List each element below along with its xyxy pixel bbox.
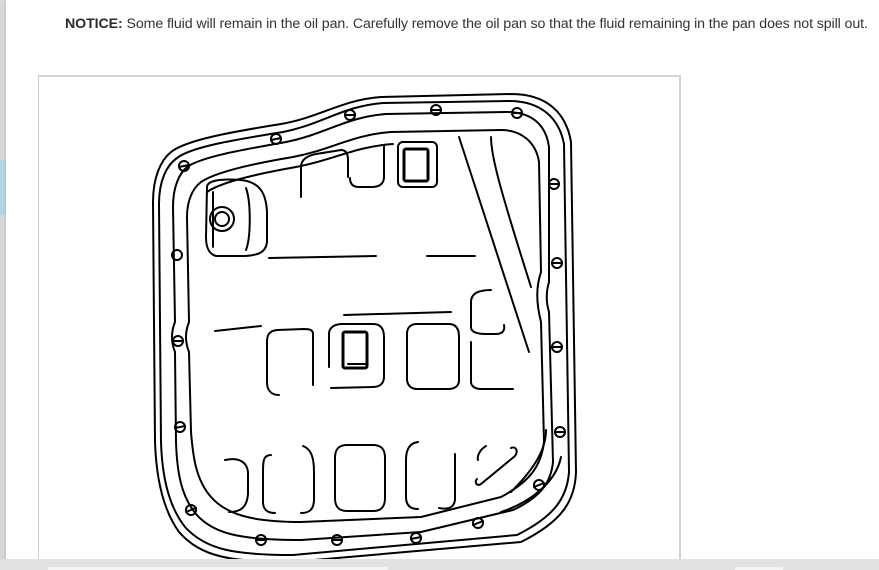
oil-pan-figure	[38, 75, 681, 567]
left-rail-active-indicator	[0, 160, 6, 215]
notice-label: NOTICE:	[65, 16, 123, 32]
document-page: NOTICE: Some fluid will remain in the oi…	[6, 0, 879, 567]
left-rail	[0, 0, 6, 570]
bottom-bar	[0, 559, 879, 570]
bottom-panel-tab[interactable]	[48, 567, 388, 570]
notice-paragraph: NOTICE: Some fluid will remain in the oi…	[65, 16, 868, 32]
oil-pan-drawing	[152, 93, 577, 563]
notice-text: Some fluid will remain in the oil pan. C…	[122, 16, 868, 32]
bottom-panel-tab[interactable]	[735, 567, 783, 570]
